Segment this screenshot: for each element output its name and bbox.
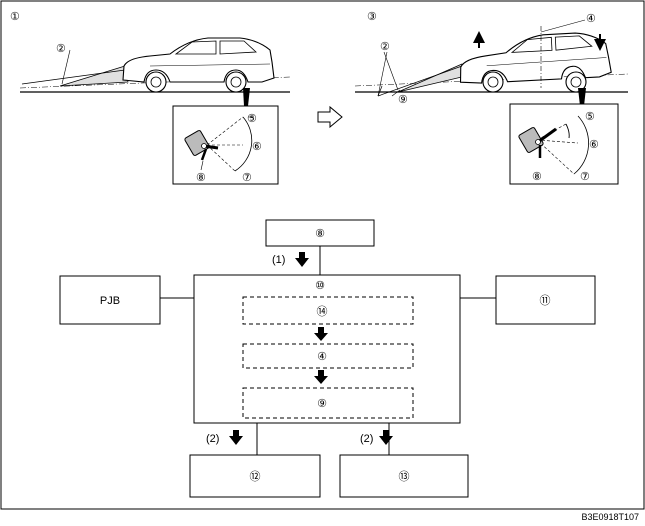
step-3-label: ⑨ [317,398,327,410]
block-output-right-label: ⑬ [399,470,410,483]
vehicle-side-view [122,37,275,93]
arrow-label-1: (1) [272,254,285,266]
panel-number-1: ① [10,11,20,23]
sensor-pointer [243,88,250,106]
step-arrow [314,370,328,384]
front-wheel [482,71,504,93]
signal-arrow-1 [295,252,309,267]
block-right [495,275,596,325]
block-output-left [189,454,321,498]
callout-5: ⑤ [585,111,595,123]
step-2-label: ④ [317,351,327,363]
block-pjb [59,275,161,325]
callout-5: ⑤ [247,113,257,125]
step-arrow [314,327,328,341]
step-1-label: ⑭ [317,305,328,318]
leader-4 [540,19,586,33]
leader-8 [200,160,204,171]
step-1 [242,296,414,325]
output-arrow-right [379,430,393,445]
block-center-label: ⑩ [315,280,325,292]
beam-line [21,69,126,85]
height-sensor [184,130,219,161]
callout-7: ⑦ [242,172,252,184]
panel-number-3: ③ [367,11,377,23]
block-output-right [339,454,469,498]
leader-2 [383,51,399,91]
panel-normal-load: ① ② [10,11,291,185]
callout-8: ⑧ [196,172,206,184]
angle-mark [377,85,383,97]
callout-6: ⑥ [252,141,262,153]
block-diagram: ⑧ (1) ⑩ ⑭ ④ ⑨ PJB ⑪ (2) ⑫ (2) ⑬ [59,219,596,498]
step-3 [242,387,414,419]
arrow-label-out-right: (2) [360,433,373,445]
sensor-arc [573,115,589,175]
panel-rear-loaded: ③ ② ⑨ ④ [354,11,629,185]
leader-2 [377,51,388,97]
block-right-label: ⑪ [540,294,551,307]
height-sensor [518,127,557,158]
block-output-left-label: ⑫ [250,470,261,483]
callout-4: ④ [586,13,596,25]
rear-wheel [565,71,587,93]
step-2 [242,343,414,369]
vehicle-side-view-tilted [459,32,612,84]
transition-arrow [317,105,343,129]
leader-2 [61,49,71,85]
callout-7: ⑦ [580,171,590,183]
sensor-ray [206,144,236,172]
beam-line [377,65,463,97]
leader-9 [391,89,401,97]
callout-6: ⑥ [589,139,599,151]
block-pjb-label: PJB [100,295,120,307]
block-input-label: ⑧ [315,228,325,240]
rotation-arc [565,123,570,139]
sensor-ray [536,139,579,144]
block-input [265,219,375,247]
sensor-ray [536,139,575,175]
sensor-arc [234,116,253,172]
figure-frame [0,0,645,510]
callout-2: ② [56,43,66,55]
output-arrow-left [229,430,243,445]
callout-8: ⑧ [532,171,542,183]
figure-code: B3E0918T107 [581,512,639,522]
callout-9: ⑨ [398,94,408,106]
headlight-beam [59,65,129,87]
sensor-pointer [578,88,586,106]
sensor-ray [206,116,244,146]
callout-2: ② [380,41,390,53]
arrow-label-out-left: (2) [206,433,219,445]
